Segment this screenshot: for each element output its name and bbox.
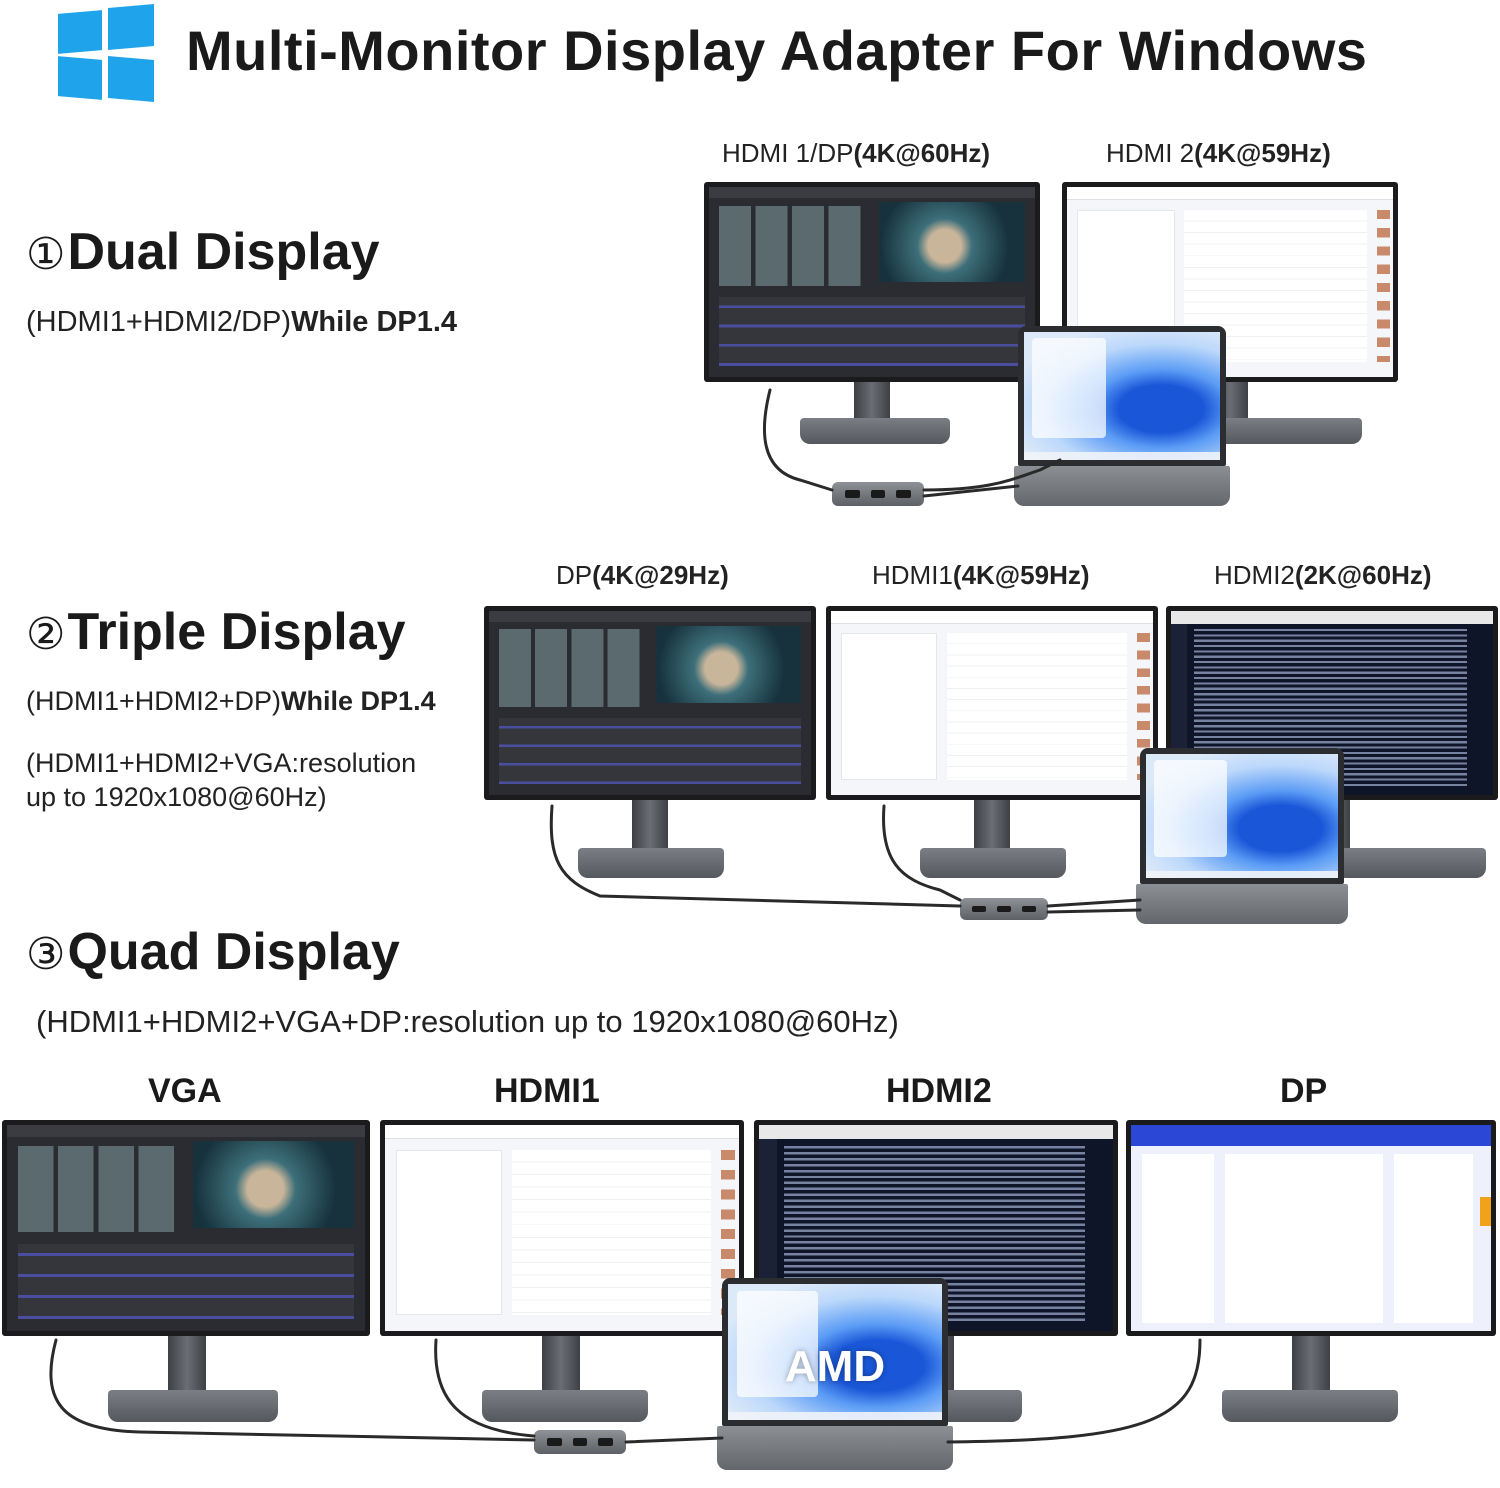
triple-display-heading: ②Triple Display: [26, 602, 406, 662]
page-title: Multi-Monitor Display Adapter For Window…: [186, 19, 1368, 82]
quad-monitor-dp: [1126, 1120, 1496, 1426]
quad-adapter-hub: [534, 1430, 626, 1454]
quad-laptop: AMD: [717, 1278, 953, 1474]
quad-monitor-vga: [2, 1120, 370, 1426]
dual-port2-label: HDMI 2(4K@59Hz): [1106, 138, 1331, 169]
quad-display-heading: ③Quad Display: [26, 922, 400, 982]
triple-port3-label: HDMI2(2K@60Hz): [1214, 560, 1432, 591]
triple-sub2-line2: up to 1920x1080@60Hz): [26, 782, 327, 812]
triple-adapter-hub: [960, 898, 1048, 920]
quad-number: ③: [26, 929, 66, 980]
triple-port3-plain: HDMI2: [1214, 560, 1295, 590]
triple-laptop: [1135, 748, 1349, 924]
triple-port2-bold: (4K@59Hz): [952, 560, 1090, 590]
triple-number: ②: [26, 609, 66, 660]
triple-sub1-plain: (HDMI1+HDMI2+DP): [26, 686, 282, 716]
triple-subtitle-1: (HDMI1+HDMI2+DP)While DP1.4: [26, 686, 436, 717]
quad-label-vga: VGA: [148, 1072, 222, 1110]
dual-monitor-right: [1062, 182, 1398, 462]
dual-subtitle: (HDMI1+HDMI2/DP)While DP1.4: [26, 306, 457, 339]
amd-label: AMD: [784, 1342, 886, 1392]
triple-port1-bold: (4K@29Hz): [592, 560, 729, 590]
triple-title: Triple Display: [67, 603, 406, 661]
dual-display-heading: ①Dual Display: [26, 222, 380, 282]
dual-port1-label: HDMI 1/DP(4K@60Hz): [722, 138, 990, 169]
dual-port2-plain: HDMI 2: [1106, 138, 1195, 168]
quad-label-hdmi1: HDMI1: [494, 1072, 600, 1110]
triple-port2-plain: HDMI1: [872, 560, 953, 590]
triple-monitor-middle: [826, 606, 1158, 886]
triple-port2-label: HDMI1(4K@59Hz): [872, 560, 1090, 591]
windows-logo-icon: [58, 3, 154, 103]
dual-port1-plain: HDMI 1/DP: [722, 138, 854, 168]
triple-subtitle-2: (HDMI1+HDMI2+VGA:resolution up to 1920x1…: [26, 746, 416, 814]
triple-monitor-left: [484, 606, 816, 886]
dual-port1-bold: (4K@60Hz): [853, 138, 991, 168]
triple-sub1-bold: While DP1.4: [281, 686, 436, 716]
dual-laptop: [1013, 326, 1231, 506]
quad-label-hdmi2: HDMI2: [886, 1072, 992, 1110]
dual-sub-bold: While DP1.4: [291, 306, 458, 338]
dual-adapter-hub: [832, 482, 924, 506]
triple-sub2-line1: (HDMI1+HDMI2+VGA:resolution: [26, 748, 417, 778]
dual-title: Dual Display: [67, 223, 380, 281]
quad-label-dp: DP: [1280, 1072, 1328, 1110]
dual-port2-bold: (4K@59Hz): [1194, 138, 1331, 168]
quad-subtitle: (HDMI1+HDMI2+VGA+DP:resolution up to 192…: [36, 1004, 899, 1039]
triple-port1-label: DP(4K@29Hz): [556, 560, 729, 591]
dual-monitor-left: [704, 182, 1040, 462]
triple-port3-bold: (2K@60Hz): [1294, 560, 1432, 590]
dual-sub-plain: (HDMI1+HDMI2/DP): [26, 306, 292, 338]
dual-number: ①: [26, 229, 66, 280]
quad-title: Quad Display: [67, 923, 400, 981]
triple-port1-plain: DP: [556, 560, 593, 590]
quad-monitor-hdmi1: [380, 1120, 744, 1426]
